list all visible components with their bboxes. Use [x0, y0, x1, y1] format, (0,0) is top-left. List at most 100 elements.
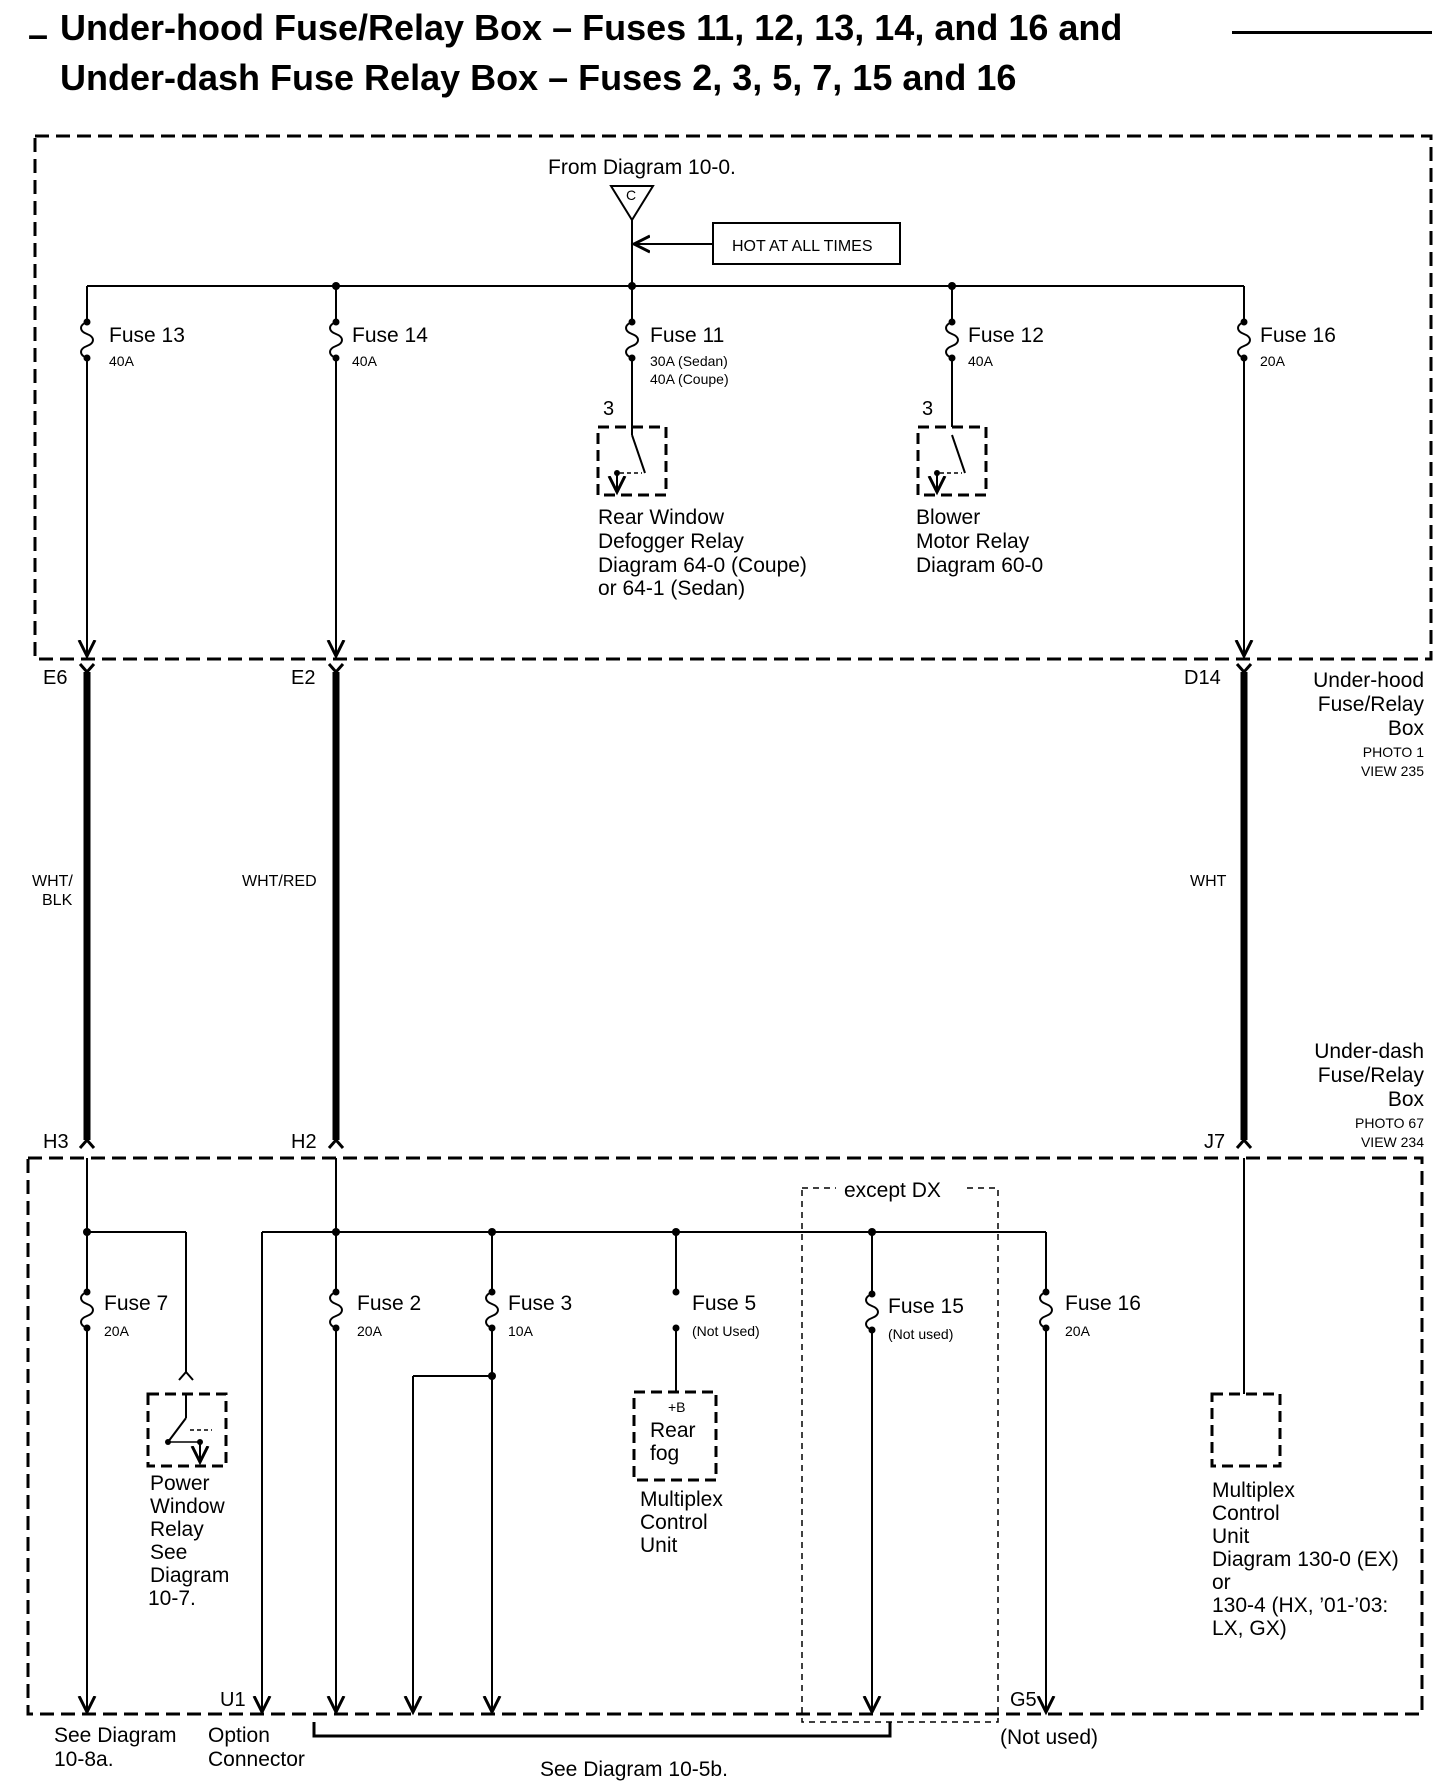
fuse-3-label: Fuse 3 [508, 1292, 572, 1315]
under-hood-photo: PHOTO 1 [1363, 744, 1424, 760]
hot-at-all-times-label: HOT AT ALL TIMES [732, 238, 873, 255]
under-dash-label-3: Box [1388, 1088, 1425, 1111]
rear-fog-unit-2: Control [640, 1511, 708, 1534]
fuse-3-rating: 10A [508, 1323, 534, 1339]
fuse-3: Fuse 3 10A [413, 1232, 572, 1712]
see-10-5b-label: See Diagram 10-5b. [540, 1758, 728, 1781]
fuse-15: Fuse 15 (Not used) [866, 1232, 964, 1712]
not-used-label: (Not used) [1000, 1726, 1098, 1749]
pin-h2: H2 [291, 1131, 317, 1153]
mcu-line-1: Multiplex [1212, 1479, 1295, 1502]
under-dash-label-2: Fuse/Relay [1318, 1064, 1425, 1087]
under-hood-view: VIEW 235 [1361, 763, 1424, 779]
fuse-16-bottom-label: Fuse 16 [1065, 1292, 1141, 1315]
mcu-line-2: Control [1212, 1502, 1280, 1525]
fuse-5-label: Fuse 5 [692, 1292, 756, 1315]
option-connector-line-1: Option [208, 1724, 270, 1747]
pw-line-5: Diagram [150, 1564, 229, 1587]
multiplex-control-unit: Multiplex Control Unit Diagram 130-0 (EX… [1210, 1158, 1399, 1640]
fuse-7-rating: 20A [104, 1323, 130, 1339]
pin-j7: J7 [1204, 1131, 1225, 1153]
fuse-13-label: Fuse 13 [109, 324, 185, 347]
rear-fog-mcu: +B Rear fog Multiplex Control Unit [632, 1390, 723, 1557]
from-diagram-label: From Diagram 10-0. [548, 156, 736, 179]
mcu-line-6: 130-4 (HX, ’01-’03: [1212, 1594, 1388, 1617]
see-10-8a-line-1: See Diagram [54, 1724, 177, 1747]
fuse-15-rating: (Not used) [888, 1326, 953, 1342]
pin-u1: U1 [220, 1689, 246, 1711]
fuse-16-top: Fuse 16 20A [1238, 286, 1336, 656]
fuse-15-label: Fuse 15 [888, 1295, 964, 1318]
wire-2-color: WHT/RED [242, 873, 317, 890]
fuse-2: Fuse 2 20A [330, 1232, 421, 1712]
wire-1-color: WHT/ [32, 873, 73, 890]
title-rule [1232, 31, 1432, 34]
fuse-16-top-rating: 20A [1260, 353, 1286, 369]
mcu-line-7: LX, GX) [1212, 1617, 1287, 1640]
fuse-11: Fuse 11 30A (Sedan) 40A (Coupe) [625, 286, 729, 427]
relay-1-line-4: or 64-1 (Sedan) [598, 577, 745, 600]
connector-c: C [609, 185, 655, 222]
except-dx-label: except DX [844, 1179, 941, 1202]
relay-1-pin: 3 [603, 398, 614, 420]
relay-1-line-1: Rear Window [598, 506, 725, 529]
see-10-5b-bracket [312, 1722, 892, 1738]
fuse-14-rating: 40A [352, 353, 378, 369]
under-dash-label-1: Under-dash [1314, 1040, 1424, 1063]
fuse-12-rating: 40A [968, 353, 994, 369]
fuse-2-rating: 20A [357, 1323, 383, 1339]
pw-line-4: See [150, 1541, 187, 1564]
wire-3-color: WHT [1190, 873, 1227, 890]
pw-line-1: Power [150, 1472, 210, 1495]
fuse-14: Fuse 14 40A [330, 286, 428, 656]
mcu-line-3: Unit [1212, 1525, 1250, 1548]
rear-fog-line-1: Rear [650, 1419, 696, 1442]
option-connector-line-2: Connector [208, 1748, 305, 1771]
under-hood-label-1: Under-hood [1313, 669, 1424, 692]
relay-2-line-1: Blower [916, 506, 980, 529]
fuse-5: Fuse 5 (Not Used) [672, 1232, 760, 1392]
fuse-7: Fuse 7 20A [81, 1232, 168, 1712]
pin-h3: H3 [43, 1131, 69, 1153]
fuse-13: Fuse 13 40A [81, 286, 185, 656]
fuse-11-rating: 30A (Sedan) [650, 353, 728, 369]
pw-line-2: Window [150, 1495, 226, 1518]
fuse-16-top-label: Fuse 16 [1260, 324, 1336, 347]
relay-1-line-2: Defogger Relay [598, 530, 744, 553]
title-dash: – [28, 14, 49, 55]
pw-line-3: Relay [150, 1518, 204, 1541]
relay-2-line-3: Diagram 60-0 [916, 554, 1043, 577]
fuse-12-label: Fuse 12 [968, 324, 1044, 347]
hot-at-all-times-box [712, 222, 901, 265]
power-window-relay: Power Window Relay See Diagram 10-7. [146, 1392, 229, 1610]
see-10-8a-line-2: 10-8a. [54, 1748, 114, 1771]
title-line-1: Under-hood Fuse/Relay Box – Fuses 11, 12… [60, 7, 1123, 48]
fuse-11-rating-2: 40A (Coupe) [650, 371, 729, 387]
fuse-13-rating: 40A [109, 353, 135, 369]
relay-2-pin: 3 [922, 398, 933, 420]
connector-c-label: C [626, 187, 636, 203]
rear-fog-line-2: fog [650, 1442, 679, 1465]
under-hood-label-3: Box [1388, 717, 1425, 740]
pin-d14: D14 [1184, 667, 1221, 689]
fuse-2-label: Fuse 2 [357, 1292, 421, 1315]
fuse-7-label: Fuse 7 [104, 1292, 168, 1315]
under-dash-photo: PHOTO 67 [1355, 1115, 1424, 1131]
pin-g5: G5 [1010, 1689, 1037, 1711]
under-dash-box-outline [26, 1156, 1424, 1716]
rear-window-defogger-relay: 3 Rear Window Defogger Relay Diagram 64-… [596, 398, 807, 600]
under-dash-view: VIEW 234 [1361, 1134, 1424, 1150]
mcu-line-4: Diagram 130-0 (EX) [1212, 1548, 1399, 1571]
under-hood-label-2: Fuse/Relay [1318, 693, 1425, 716]
pw-line-6: 10-7. [148, 1587, 196, 1610]
fuse-12: Fuse 12 40A [945, 286, 1044, 427]
except-dx-region [801, 1187, 999, 1723]
fuse-16-bottom: Fuse 16 20A [1040, 1232, 1141, 1712]
pin-e2: E2 [291, 667, 315, 689]
wire-1-color-2: BLK [42, 892, 73, 909]
mcu-line-5: or [1212, 1571, 1231, 1594]
fuse-5-rating: (Not Used) [692, 1323, 760, 1339]
harness-wires [78, 663, 1253, 1149]
fuse-11-label: Fuse 11 [650, 324, 724, 347]
